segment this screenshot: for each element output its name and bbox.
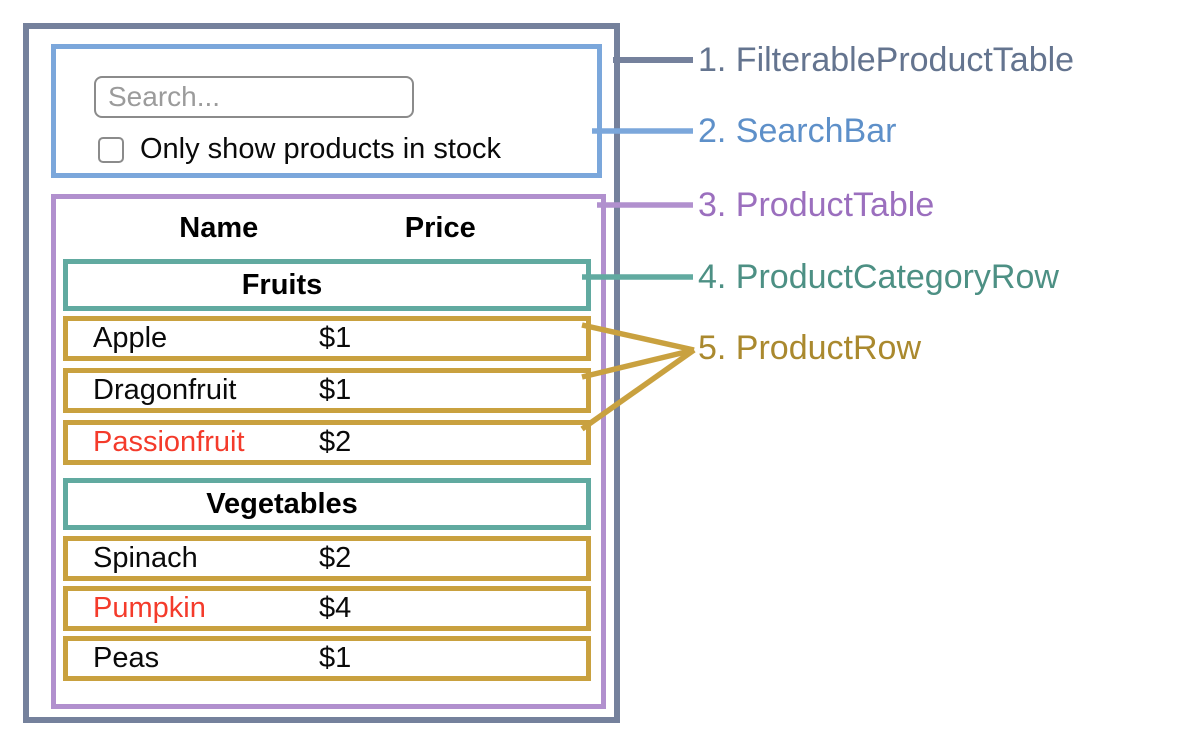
product-table-box: Name Price Fruits Apple $1 Dragonfruit $…: [51, 194, 606, 709]
category-row-fruits: Fruits: [63, 259, 591, 311]
category-label: Vegetables: [206, 487, 358, 520]
product-row-apple: Apple $1: [63, 316, 591, 361]
product-name: Peas: [93, 642, 160, 674]
category-row-vegetables: Vegetables: [63, 478, 591, 530]
column-header-price: Price: [404, 211, 476, 244]
legend-item-product-row: 5. ProductRow: [698, 329, 921, 367]
in-stock-checkbox[interactable]: [98, 136, 124, 163]
product-name: Dragonfruit: [93, 374, 237, 406]
product-name: Passionfruit: [93, 426, 245, 458]
product-row-passionfruit: Passionfruit $2: [63, 420, 591, 465]
product-price: $1: [319, 642, 352, 674]
product-row-peas: Peas $1: [63, 636, 591, 681]
product-price: $1: [319, 322, 352, 354]
column-header-name: Name: [179, 211, 259, 244]
product-name: Apple: [93, 322, 168, 354]
in-stock-label: Only show products in stock: [140, 133, 502, 165]
search-input[interactable]: [94, 76, 414, 118]
product-name: Spinach: [93, 542, 198, 574]
product-name: Pumpkin: [93, 592, 206, 624]
product-row-dragonfruit: Dragonfruit $1: [63, 368, 591, 413]
in-stock-row: Only show products in stock: [98, 133, 501, 166]
legend-item-product-category-row: 4. ProductCategoryRow: [698, 258, 1059, 296]
legend-item-product-table: 3. ProductTable: [698, 186, 935, 224]
product-price: $1: [319, 374, 352, 406]
product-price: $2: [319, 426, 352, 458]
search-bar-box: Only show products in stock: [51, 44, 602, 178]
legend-item-search-bar: 2. SearchBar: [698, 112, 897, 150]
table-header-row: Name Price: [63, 208, 591, 248]
product-row-spinach: Spinach $2: [63, 536, 591, 581]
legend-item-filterable-product-table: 1. FilterableProductTable: [698, 41, 1075, 79]
category-label: Fruits: [241, 268, 323, 301]
product-row-pumpkin: Pumpkin $4: [63, 586, 591, 631]
product-price: $2: [319, 542, 352, 574]
product-price: $4: [319, 592, 352, 624]
filterable-product-table-box: Only show products in stock Name Price F…: [23, 23, 620, 723]
